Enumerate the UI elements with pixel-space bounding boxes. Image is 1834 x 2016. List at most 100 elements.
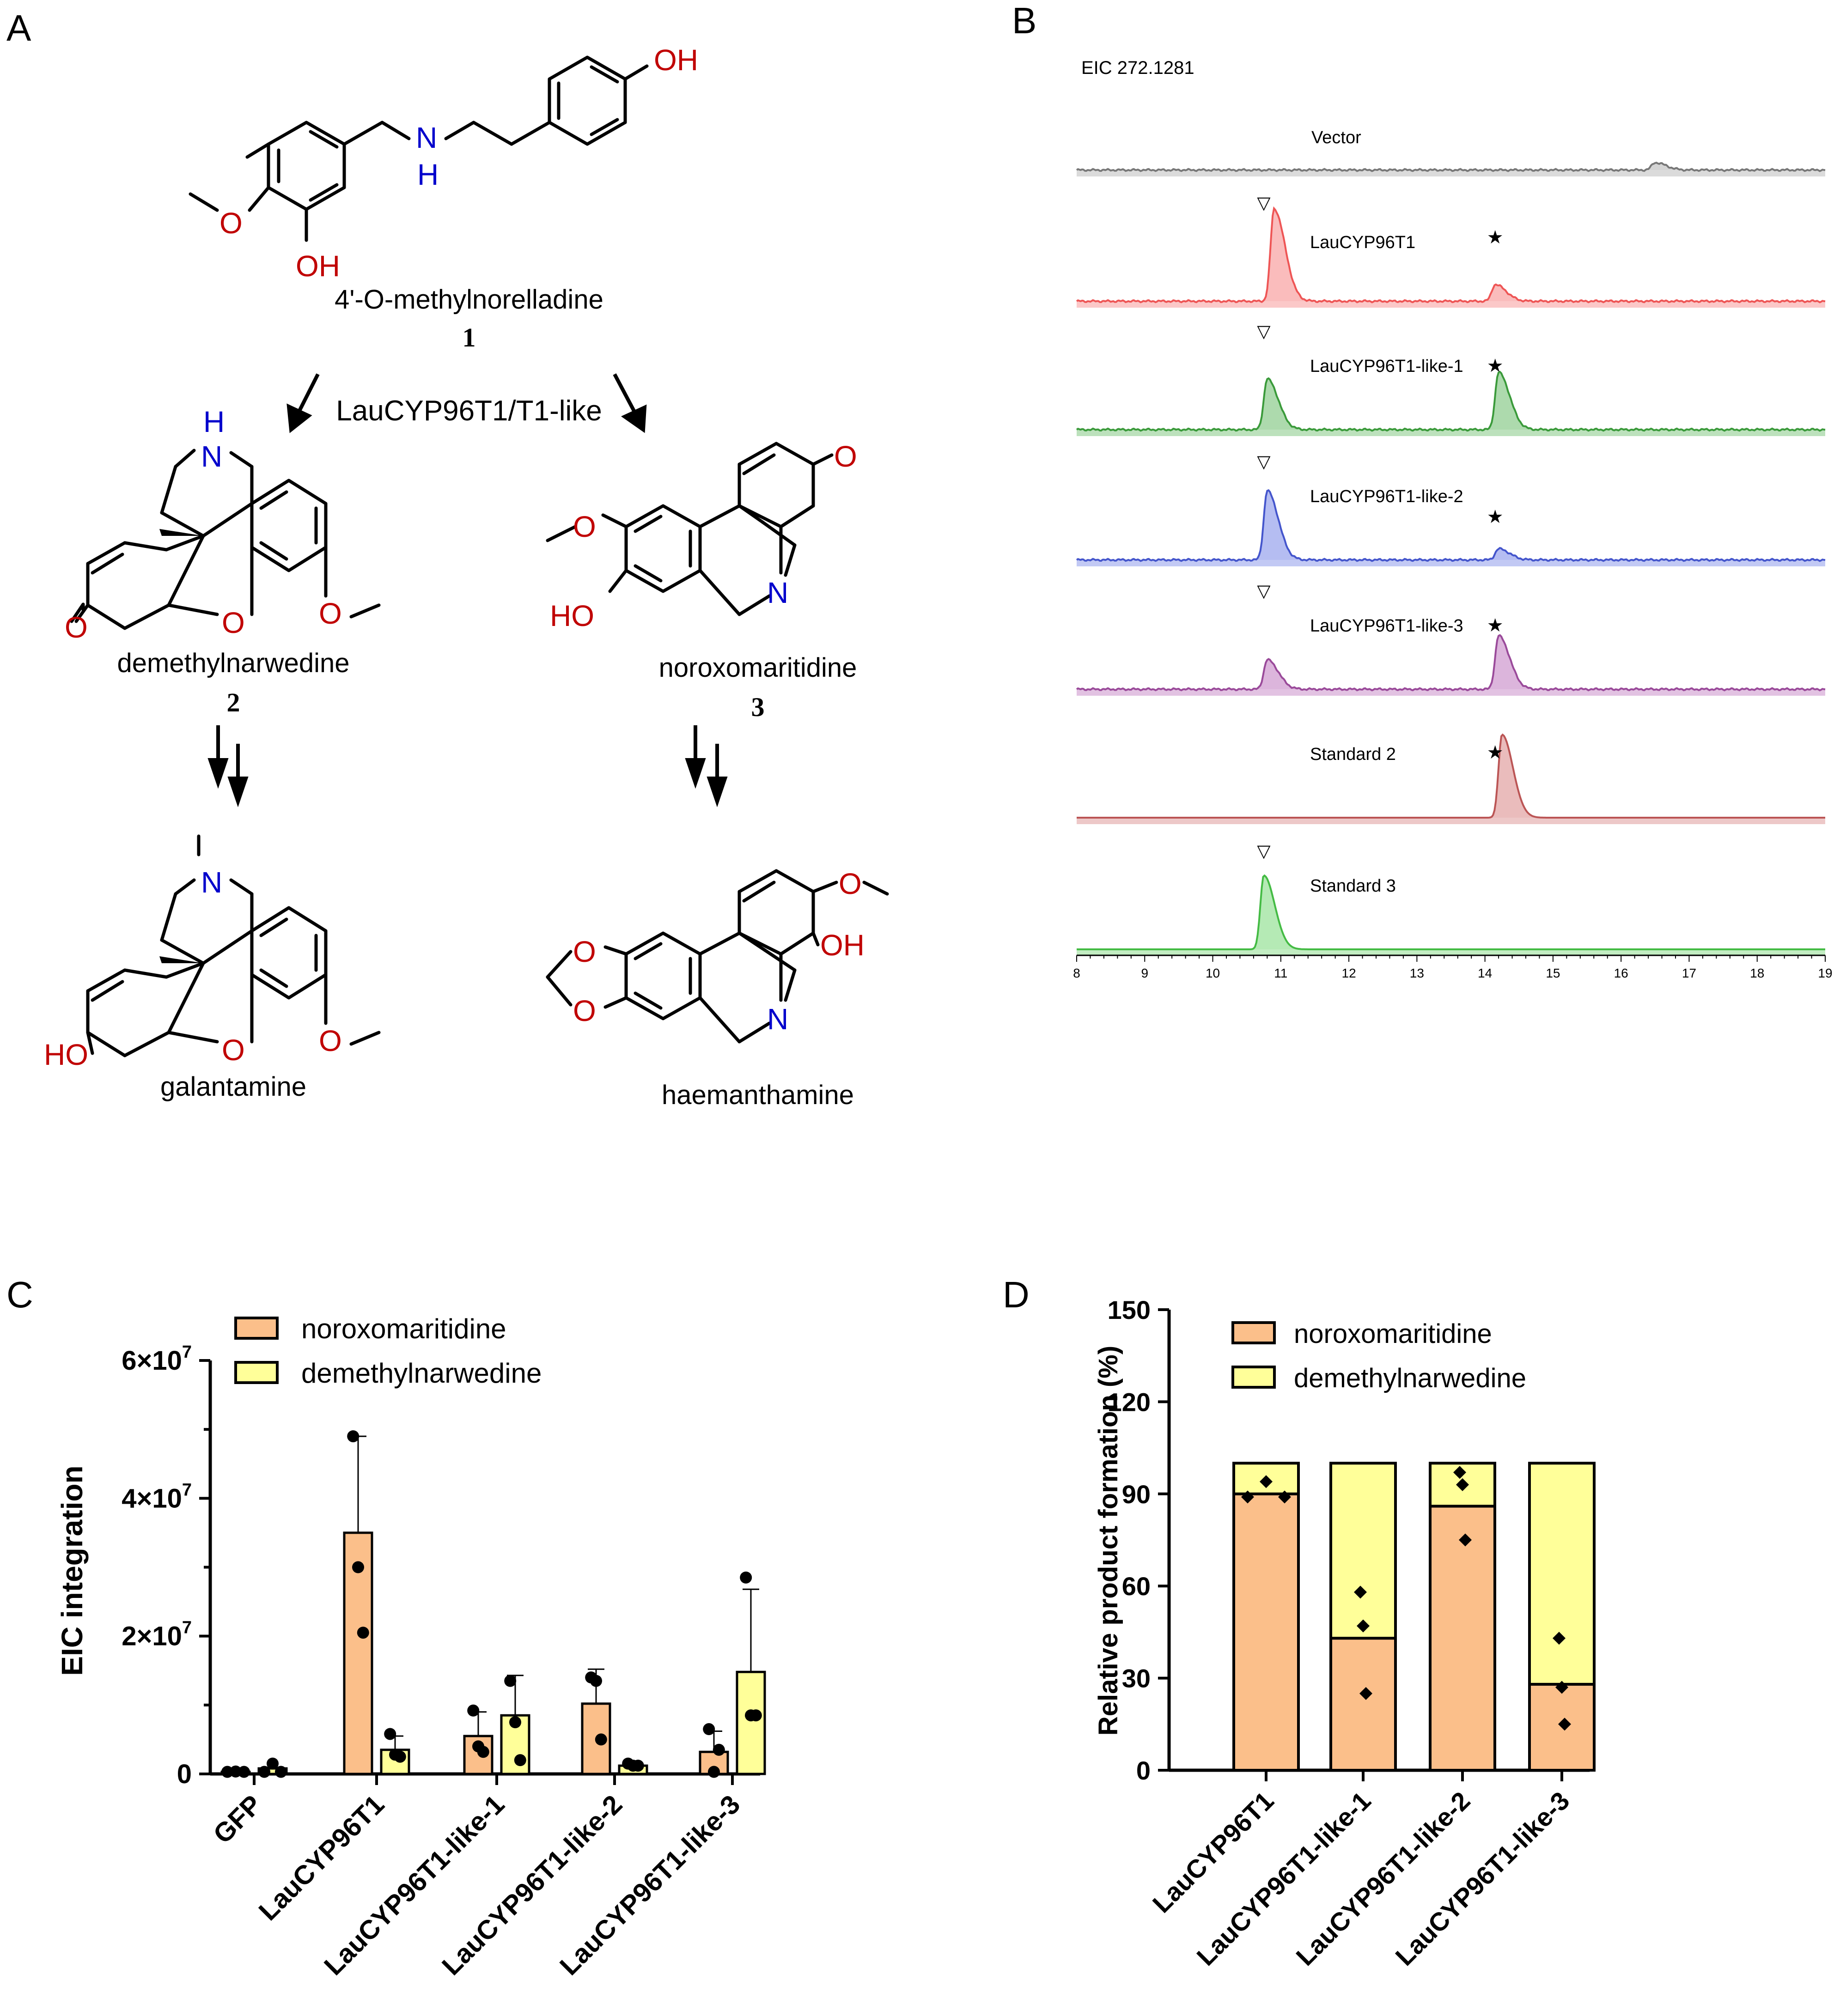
bond — [123, 541, 168, 552]
bond — [167, 603, 219, 616]
y-tick-base: 2×10 — [122, 1621, 182, 1652]
compound-name-galantamine: galantamine — [160, 1072, 306, 1102]
panel-b: B EIC 272.1281 VectorLauCYP96T1▽★LauCYP9… — [1012, 0, 1833, 980]
bond — [86, 541, 127, 565]
double-bond — [259, 968, 288, 988]
trace-area — [1077, 875, 1825, 949]
bond — [761, 520, 797, 547]
atom-o: O — [834, 440, 857, 473]
bond — [160, 465, 177, 515]
structure-compound-2 — [70, 449, 381, 630]
trace-baseline-band — [1077, 949, 1825, 956]
star-marker-icon: ★ — [1487, 227, 1504, 248]
bond — [472, 121, 513, 146]
double-bond — [70, 602, 85, 623]
legend-swatch — [1231, 1366, 1276, 1389]
compound-name-haemanthamine: haemanthamine — [662, 1080, 854, 1110]
trace-1: LauCYP96T1▽★ — [1076, 194, 1826, 308]
bond — [779, 504, 815, 528]
bond — [349, 603, 381, 619]
bond — [603, 945, 628, 956]
bond — [174, 449, 196, 468]
bond — [167, 534, 205, 607]
atom-o: O — [573, 510, 596, 543]
trace-area — [1077, 371, 1825, 431]
double-bond — [91, 553, 124, 575]
atom-o: O — [319, 597, 342, 630]
arrow-head-down-icon — [207, 758, 229, 789]
bar-segment — [1429, 1505, 1496, 1772]
trace-4: LauCYP96T1-like-3▽★ — [1076, 582, 1826, 696]
double-bond — [634, 942, 663, 960]
data-point — [238, 1766, 250, 1778]
y-tick-label: 120 — [1108, 1387, 1151, 1416]
bond — [737, 931, 797, 972]
bond — [546, 975, 573, 1007]
ring-1b — [548, 55, 627, 146]
atom-ho: HO — [550, 599, 594, 632]
trace-baseline-band — [1077, 818, 1825, 824]
bond — [601, 513, 628, 528]
bond — [74, 603, 90, 623]
atom-oh: OH — [820, 929, 865, 962]
atom-oh: OH — [654, 43, 698, 77]
data-point — [708, 1766, 720, 1778]
bond — [189, 192, 219, 212]
data-point — [590, 1675, 602, 1687]
data-point — [384, 1728, 396, 1740]
y-tick-label: 30 — [1122, 1664, 1151, 1693]
trace-label: Vector — [1311, 128, 1361, 147]
bond — [167, 961, 205, 1034]
double-bond — [634, 991, 663, 1010]
trace-5: Standard 2★ — [1077, 733, 1825, 824]
bond — [349, 1031, 381, 1046]
bond — [811, 880, 838, 893]
y-tick-exponent: 7 — [182, 1618, 192, 1638]
bond — [608, 569, 628, 593]
bond — [784, 968, 797, 1002]
atom-n: N — [767, 576, 788, 609]
diamond-point-icon — [1354, 1585, 1367, 1599]
y-tick-label: 60 — [1122, 1572, 1151, 1601]
bond — [167, 1031, 219, 1044]
triangle-marker-icon: ▽ — [1257, 582, 1271, 601]
compound-name-1: 4'-O-methylnorelladine — [335, 285, 603, 315]
bond — [862, 880, 889, 896]
bond — [737, 594, 771, 616]
structure-compound-3 — [546, 442, 834, 616]
data-point — [357, 1627, 369, 1639]
atom-o: O — [222, 1033, 245, 1067]
trace-baseline-band — [1077, 689, 1825, 696]
arrow-head-down-icon — [707, 777, 728, 808]
diamond-point-icon — [1278, 1490, 1291, 1504]
bond — [737, 442, 778, 466]
atom-n: N — [201, 866, 222, 899]
data-point — [595, 1733, 607, 1746]
data-point — [467, 1704, 480, 1717]
bar-segment — [1329, 1637, 1397, 1772]
double-bond — [742, 453, 776, 475]
diamond-point-icon — [1459, 1533, 1472, 1547]
data-point — [703, 1723, 715, 1736]
bond — [546, 950, 573, 979]
bond — [248, 186, 270, 212]
trace-line — [1077, 874, 1825, 950]
diamond-point-icon — [1553, 1632, 1566, 1645]
bond — [86, 1031, 127, 1057]
panel-letter-b: B — [1012, 0, 1036, 41]
bond — [380, 121, 411, 140]
trace-area — [1077, 208, 1825, 303]
wedge-bond — [159, 529, 203, 536]
trace-baseline-band — [1077, 560, 1825, 566]
arrow-left — [296, 373, 320, 414]
bond — [546, 525, 577, 542]
arrows-down-left — [207, 725, 249, 808]
trace-line — [1076, 206, 1826, 304]
bond — [774, 869, 815, 893]
atom-n: N — [201, 440, 222, 473]
double-bond — [742, 880, 776, 903]
data-point — [713, 1743, 725, 1756]
bond — [510, 121, 551, 146]
compound-name-2: demethylnarwedine — [117, 648, 350, 678]
